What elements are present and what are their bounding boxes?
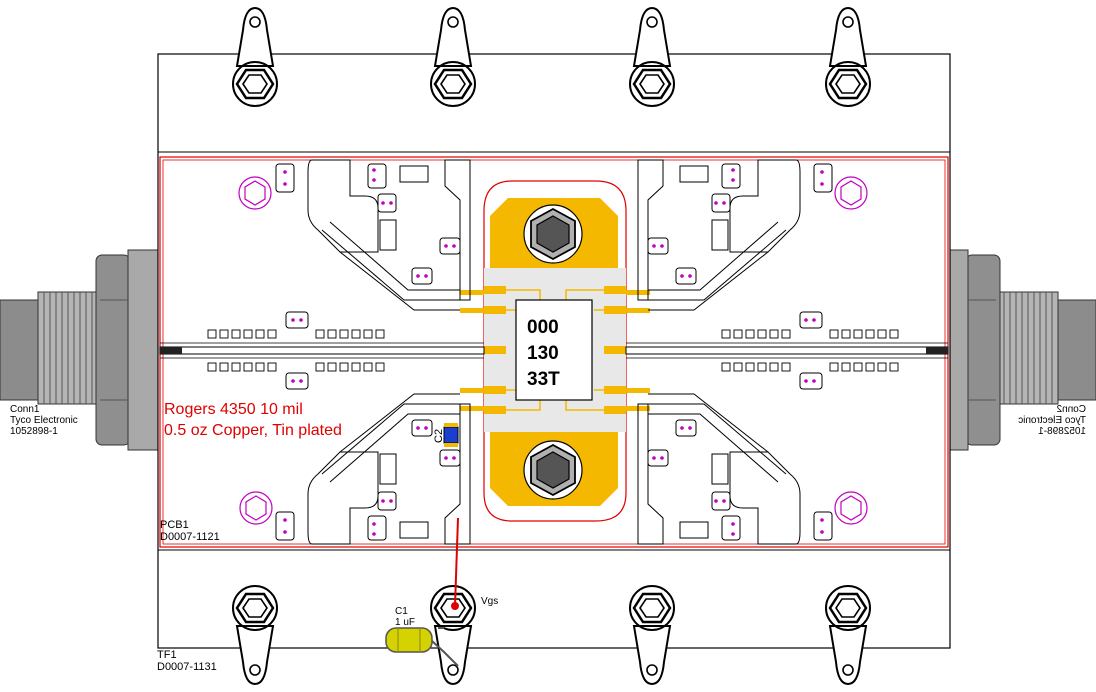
via-dots <box>283 168 824 536</box>
conn2-maker: Tyco Electronic <box>1018 415 1086 426</box>
conn1-part: 1052898-1 <box>10 426 58 437</box>
via-fence <box>207 329 899 372</box>
device-carrier <box>483 180 627 522</box>
device-body <box>515 299 593 401</box>
fixture-ref: TF1 <box>157 649 177 661</box>
die-wires <box>506 289 604 411</box>
fixture-part: D0007-1131 <box>157 661 217 673</box>
clamp-bottom-4 <box>825 585 871 686</box>
board-note-line1: Rogers 4350 10 mil <box>164 401 303 418</box>
chip-marking-line3: 33T <box>527 369 560 390</box>
mount-screw-bl <box>239 491 273 525</box>
mount-screw-tr <box>834 176 868 210</box>
board-note-line2: 0.5 oz Copper, Tin plated <box>164 422 342 439</box>
mount-screw-tl <box>238 176 272 210</box>
small-pads <box>285 311 823 390</box>
clamp-top-2 <box>430 6 476 107</box>
chip-marking-line2: 130 <box>527 343 559 364</box>
vgs-wire <box>454 517 459 607</box>
rf-line <box>159 342 949 359</box>
connector-left <box>0 249 159 451</box>
capacitor-c2 <box>443 423 459 447</box>
c2-label: C2 <box>433 429 445 443</box>
conn2-ref: Conn2 <box>1056 404 1086 415</box>
clamp-top-1 <box>232 6 278 107</box>
conn2-part: 1052898-1 <box>1038 426 1086 437</box>
bias-network-top-left <box>275 159 471 311</box>
conn1-maker: Tyco Electronic <box>10 415 78 426</box>
vgs-label: Vgs <box>481 596 498 607</box>
capacitor-c1 <box>385 627 459 667</box>
pcb-ref: PCB1 <box>160 519 189 531</box>
c1-ref: C1 <box>395 606 408 617</box>
clamp-bottom-1 <box>232 585 278 686</box>
chip-marking-line1: 000 <box>527 317 559 338</box>
mount-screw-br <box>834 491 868 525</box>
conn1-ref: Conn1 <box>10 404 40 415</box>
clamp-top-4 <box>825 6 871 107</box>
c1-value: 1 uF <box>395 617 415 628</box>
clamp-top-3 <box>629 6 675 107</box>
pcb-part: D0007-1121 <box>160 531 220 543</box>
clamp-bottom-3 <box>629 585 675 686</box>
